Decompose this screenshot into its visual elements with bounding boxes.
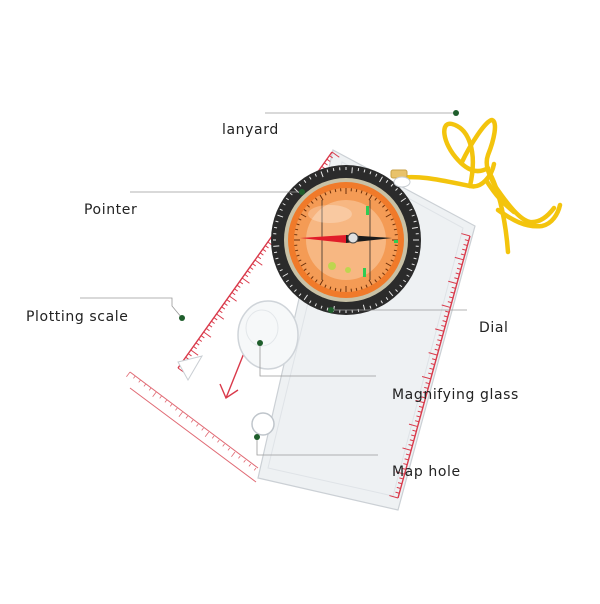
label-pointer: Pointer [84, 202, 137, 218]
lanyard-hole [394, 177, 410, 187]
romer-scale [130, 372, 258, 482]
label-magnifying-glass: Magnifying glass [392, 387, 519, 403]
label-map-hole: Map hole [392, 464, 461, 480]
label-lanyard: lanyard [222, 122, 279, 138]
triangle-cutout [178, 356, 202, 380]
label-dial: Dial [479, 320, 509, 336]
map-hole [252, 413, 274, 435]
magnifying-glass [238, 301, 298, 369]
label-plotting-scale: Plotting scale [26, 309, 128, 325]
dot-dial [328, 307, 334, 313]
compass-dial [271, 165, 421, 315]
dot-plotting-scale [179, 315, 185, 321]
direction-of-travel-arrow [220, 348, 246, 398]
dot-lanyard [453, 110, 459, 116]
dot-map-hole [254, 434, 260, 440]
dot-magnifying-glass [257, 340, 263, 346]
dot-pointer [299, 189, 305, 195]
